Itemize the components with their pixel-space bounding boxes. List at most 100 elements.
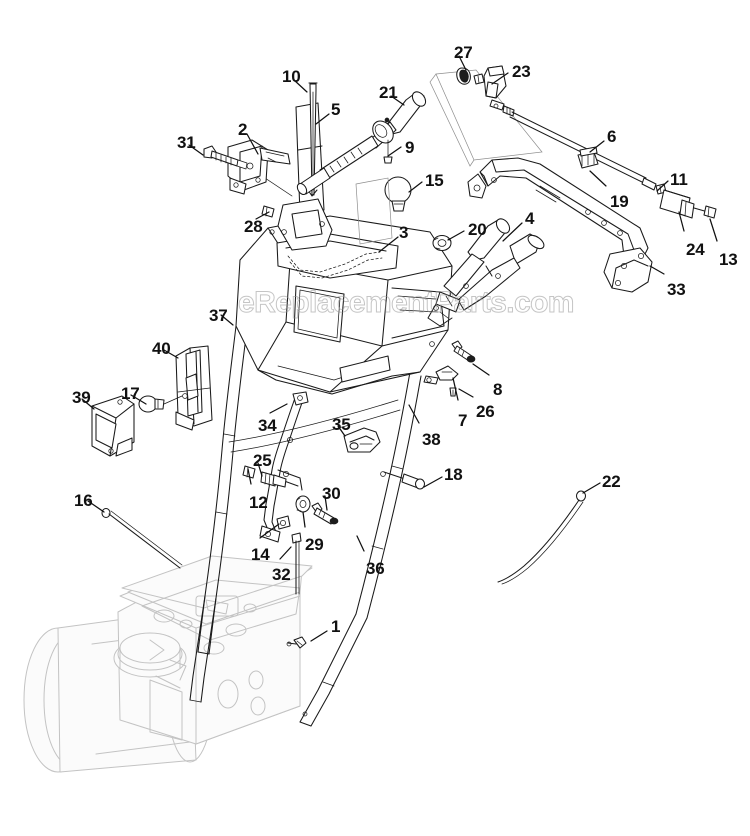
leader-line-5 [315,113,330,125]
bolt-25 [260,471,287,488]
leader-line-33 [649,265,665,275]
leader-line-18 [423,476,443,488]
callout-12: 12 [249,493,268,512]
watermark-text: eReplacementParts.com [238,286,575,320]
control-rod-6 [509,111,657,191]
callout-21: 21 [379,83,398,102]
callout-37: 37 [209,306,228,325]
callout-39: 39 [72,388,91,407]
bracket-40 [175,345,213,431]
handle-grip-4 [427,218,545,327]
chute-control-block [429,65,543,167]
callout-22: 22 [602,472,621,491]
bolt-10 [307,82,318,197]
console-housing [235,215,453,395]
callout-4: 4 [525,209,535,228]
callout-9: 9 [405,138,415,157]
callout-17: 17 [121,384,140,403]
bolt-30 [311,502,339,525]
leader-line-19 [589,170,607,187]
callout-29: 29 [305,535,324,554]
callout-23: 23 [512,62,531,81]
callout-36: 36 [366,559,385,578]
pin-32 [291,532,302,595]
callout-30: 30 [322,484,341,503]
callout-25: 25 [253,451,272,470]
leader-line-29 [302,511,306,528]
callout-8: 8 [493,380,503,399]
leader-line-2 [246,133,259,155]
washer-28 [261,205,275,218]
grommet-20 [432,234,452,252]
bolt-8 [451,340,476,363]
callout-7: 7 [458,411,468,430]
rod-clip-19 [577,146,599,169]
callout-32: 32 [272,565,291,584]
knob-15 [384,176,412,212]
callout-2: 2 [238,120,248,139]
leader-line-22 [582,482,601,494]
callout-33: 33 [667,280,686,299]
handle-frame-tubes [189,325,422,727]
leader-line-32 [279,546,292,560]
callout-1: 1 [331,617,341,636]
callout-13: 13 [719,250,738,269]
ghost-machine-housing [23,555,313,773]
callout-6: 6 [607,127,617,146]
leader-line-15 [408,181,423,193]
callout-15: 15 [425,171,444,190]
bolt-31 [203,145,248,170]
callout-11: 11 [670,170,688,189]
callout-3: 3 [399,223,409,242]
callout-38: 38 [422,430,441,449]
callout-5: 5 [331,100,341,119]
control-bracket-2 [227,139,291,195]
callout-28: 28 [244,217,263,236]
leader-line-4 [502,222,523,242]
callout-16: 16 [74,491,93,510]
coupler-24 [659,189,709,219]
nut-11 [655,183,667,195]
leader-line-38 [408,404,420,424]
callout-31: 31 [177,133,196,152]
rod-22 [497,490,587,585]
leader-line-12 [247,468,252,485]
leader-line-20 [447,230,465,241]
bolt-1 [287,636,307,649]
bushing-29 [295,495,311,513]
callout-19: 19 [610,192,629,211]
grommet-17 [138,395,183,413]
callout-20: 20 [468,220,487,239]
callout-10: 10 [282,67,301,86]
rod-16 [101,507,183,569]
leader-line-7 [452,377,459,401]
callout-14: 14 [251,545,270,564]
clip-26 [423,365,459,385]
callout-34: 34 [258,416,277,435]
nut-13 [703,205,717,219]
leader-line-34 [269,403,288,414]
callout-27: 27 [454,43,473,62]
callout-18: 18 [444,465,463,484]
leader-line-14 [259,523,280,539]
frame-bracket-33 [467,157,653,293]
leader-line-9 [387,146,402,157]
leader-line-3 [378,236,399,253]
leader-line-11 [656,180,669,192]
pin-7 [449,387,457,397]
callout-40: 40 [152,339,171,358]
leader-line-13 [709,218,718,242]
callout-26: 26 [476,402,495,421]
leader-line-8 [472,363,490,376]
bolt-9 [383,139,393,164]
callout-35: 35 [332,415,351,434]
light-box-39 [91,395,135,457]
leader-line-24 [678,211,685,232]
leader-line-36 [356,535,365,552]
bolt-18 [380,471,426,490]
clip-14 [276,515,291,530]
leader-line-23 [491,72,509,85]
leader-line-26 [458,388,474,398]
